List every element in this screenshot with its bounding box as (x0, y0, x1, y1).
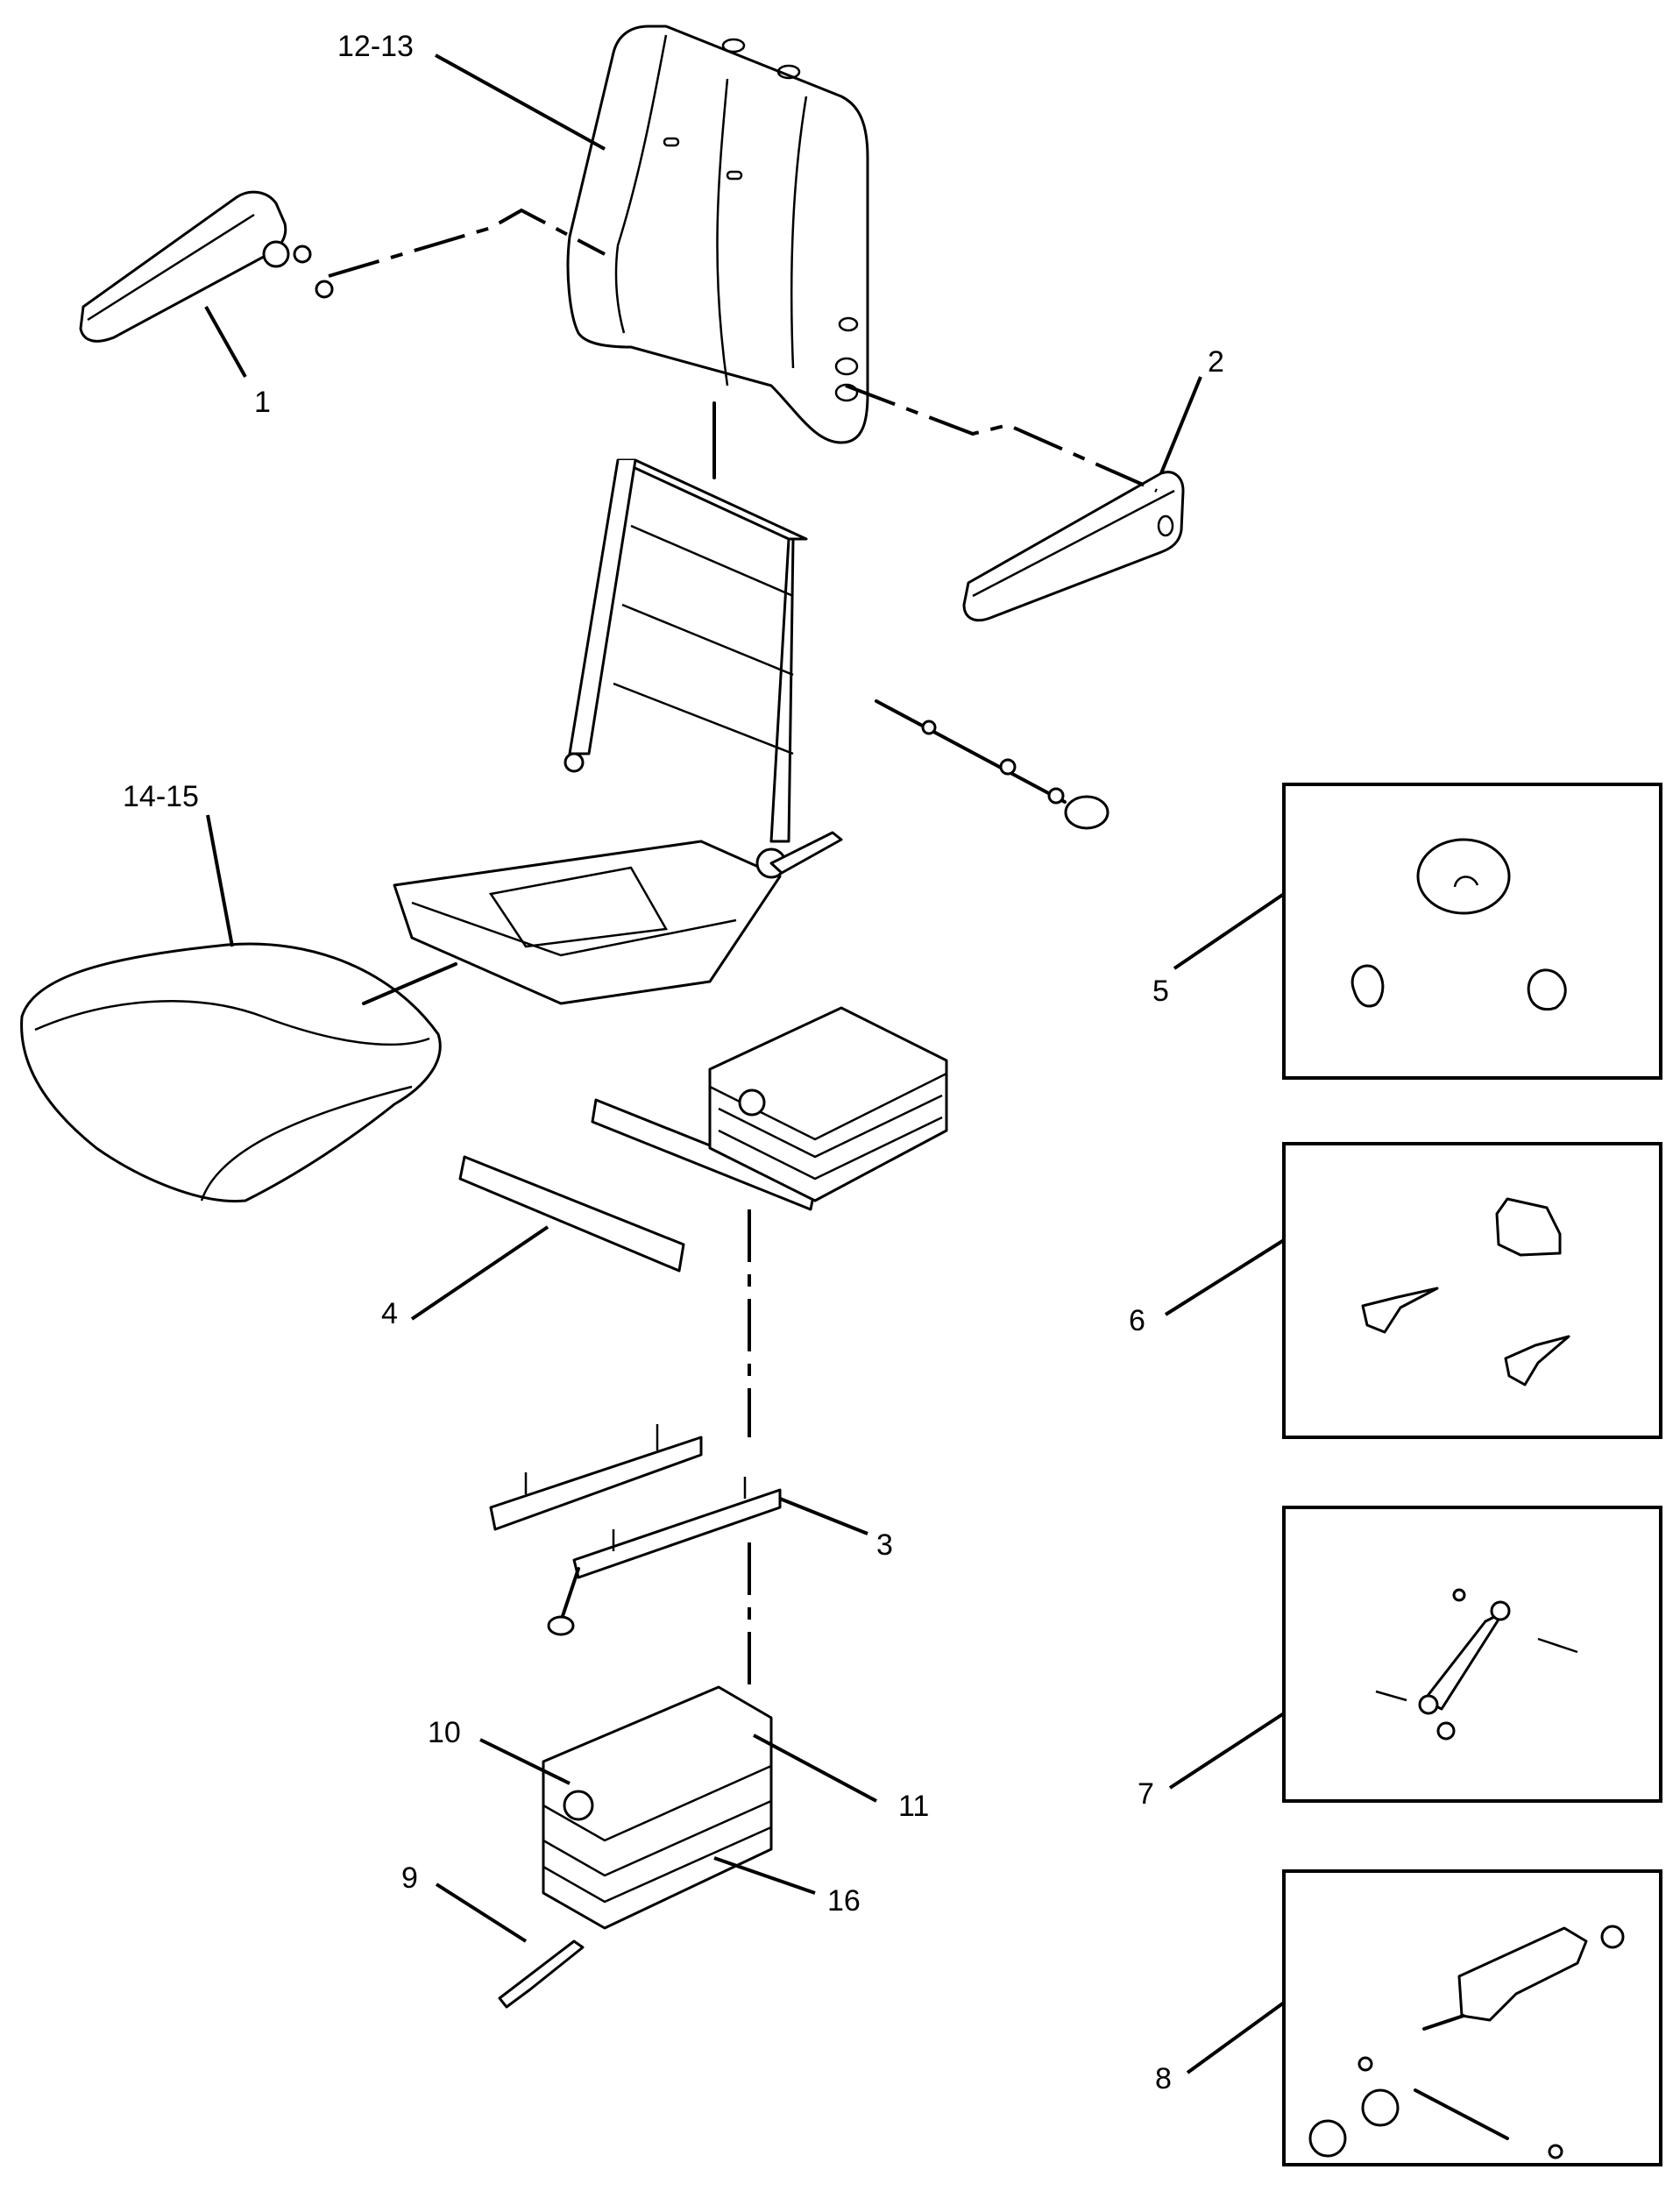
upper-suspension (708, 1006, 948, 1202)
callout-8: 8 (1155, 2062, 1172, 2095)
backrest-cushion (566, 25, 869, 444)
right-armrest (962, 471, 1185, 622)
mounting-plates (458, 1098, 817, 1273)
inset-box-5 (1282, 783, 1662, 1080)
inset-box-7 (1282, 1506, 1662, 1803)
callout-4: 4 (381, 1297, 398, 1330)
callout-9: 9 (401, 1861, 418, 1895)
callout-2: 2 (1208, 345, 1224, 379)
recline-rod (875, 699, 1109, 830)
inset-box-6 (1282, 1142, 1662, 1439)
lower-suspension (542, 1685, 773, 1930)
slide-rails (489, 1424, 782, 1636)
callout-1: 1 (254, 386, 271, 419)
inset-box-8 (1282, 1869, 1662, 2166)
assembly-lines (328, 208, 1158, 1687)
callout-labels: 12-13 1 2 14-15 5 6 4 3 7 10 11 9 16 8 (123, 30, 1224, 2095)
callout-12-13: 12-13 (337, 30, 414, 63)
callout-7: 7 (1138, 1777, 1154, 1811)
callout-5: 5 (1152, 975, 1169, 1008)
seat-cushion (20, 942, 442, 1203)
callout-11: 11 (898, 1790, 929, 1823)
callout-16: 16 (827, 1884, 861, 1918)
left-armrest (79, 190, 334, 343)
leader-lines (204, 53, 1286, 2074)
seat-frame (393, 458, 843, 1005)
callout-14-15: 14-15 (123, 780, 199, 813)
callout-6: 6 (1129, 1304, 1145, 1337)
callout-10: 10 (428, 1716, 461, 1749)
lever-part (498, 1939, 585, 2009)
callout-3: 3 (876, 1528, 893, 1562)
